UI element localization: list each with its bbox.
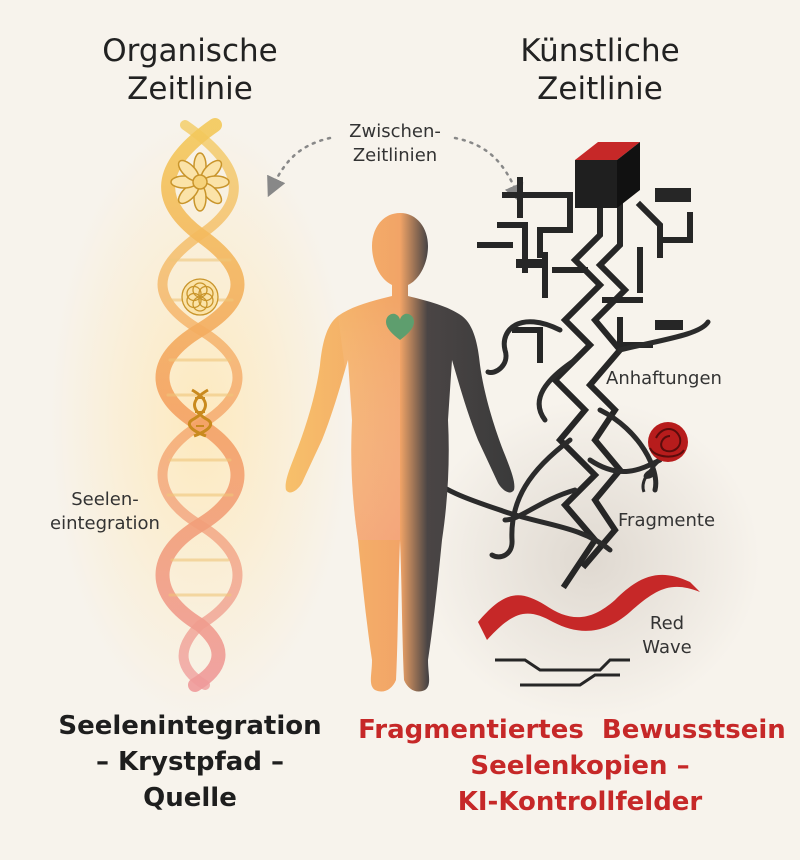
- lotus-icon: [170, 152, 230, 212]
- rose-icon: [641, 422, 688, 493]
- red-wave: [478, 574, 700, 640]
- artificial-summary-line3: KI-Kontrollfelder: [457, 787, 703, 817]
- arrow-right: [453, 136, 524, 205]
- organic-summary: Seelenintegration – Krystpfad – Quelle: [58, 711, 322, 813]
- arrow-left: [267, 136, 332, 198]
- between-timelines-label: Zwischen- Zeitlinien: [349, 121, 441, 166]
- artificial-title-text: Künstliche Zeitlinie: [520, 33, 680, 107]
- red-wave-label: Red Wave: [642, 613, 692, 658]
- human-figure: [285, 213, 515, 692]
- organic-helix: [155, 118, 245, 692]
- cube-icon: [575, 142, 640, 208]
- circuit-block: [655, 320, 683, 330]
- soul-integration-label: Seelen- eintegration: [50, 489, 160, 534]
- circuit-block: [655, 188, 691, 202]
- organic-title-text: Organische Zeitlinie: [102, 33, 278, 107]
- dna-icon: [187, 388, 213, 438]
- signal-lines: [495, 658, 630, 687]
- heart-icon: [386, 313, 414, 340]
- attachments-label: Anhaftungen: [606, 368, 722, 389]
- artificial-summary-line2: Seelenkopien –: [470, 751, 690, 781]
- organic-timeline-title: Organische Zeitlinie: [60, 32, 320, 108]
- artificial-summary-line1: Fragmentiertes Bewusstsein: [358, 715, 786, 745]
- circuit-block: [516, 259, 542, 268]
- artificial-timeline-title: Künstliche Zeitlinie: [480, 32, 720, 108]
- fragments-label: Fragmente: [618, 510, 716, 531]
- flower-of-life-icon: [181, 278, 219, 316]
